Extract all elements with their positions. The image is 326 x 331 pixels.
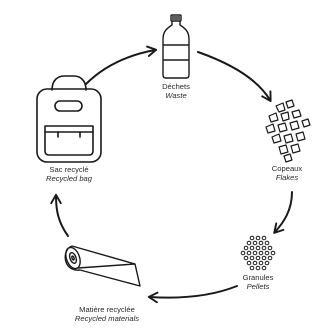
pellets-icon <box>240 235 276 271</box>
label-en: Recycled materials <box>74 314 140 323</box>
arrow-materials-to-bag <box>50 193 69 237</box>
step-label-pellets: Granules Pellets <box>203 273 313 291</box>
arrow-waste-to-flakes <box>197 51 272 102</box>
fabric-roll-icon <box>64 245 141 287</box>
step-label-bag: Sac recyclé Recycled bag <box>14 165 124 183</box>
label-en: Pellets <box>246 282 270 291</box>
label-fr: Matière recyclée <box>79 305 135 314</box>
label-fr: Copeaux <box>271 164 303 173</box>
label-en: Flakes <box>275 173 299 182</box>
label-en: Waste <box>165 91 187 100</box>
arrow-bag-to-waste <box>85 45 158 85</box>
arrow-pellets-to-materials <box>147 285 238 304</box>
label-en: Recycled bag <box>45 174 92 183</box>
arrow-flakes-to-pellets <box>273 191 293 234</box>
step-label-waste: Déchets Waste <box>121 82 231 100</box>
step-label-materials: Matière recyclée Recycled materials <box>52 305 162 323</box>
plastic-bottle-icon <box>162 14 190 79</box>
label-fr: Déchets <box>162 82 190 91</box>
plastic-flakes-icon <box>265 99 311 163</box>
step-label-flakes: Copeaux Flakes <box>232 164 326 182</box>
backpack-icon <box>36 75 102 163</box>
label-fr: Granules <box>242 273 274 282</box>
label-fr: Sac recyclé <box>49 165 89 174</box>
